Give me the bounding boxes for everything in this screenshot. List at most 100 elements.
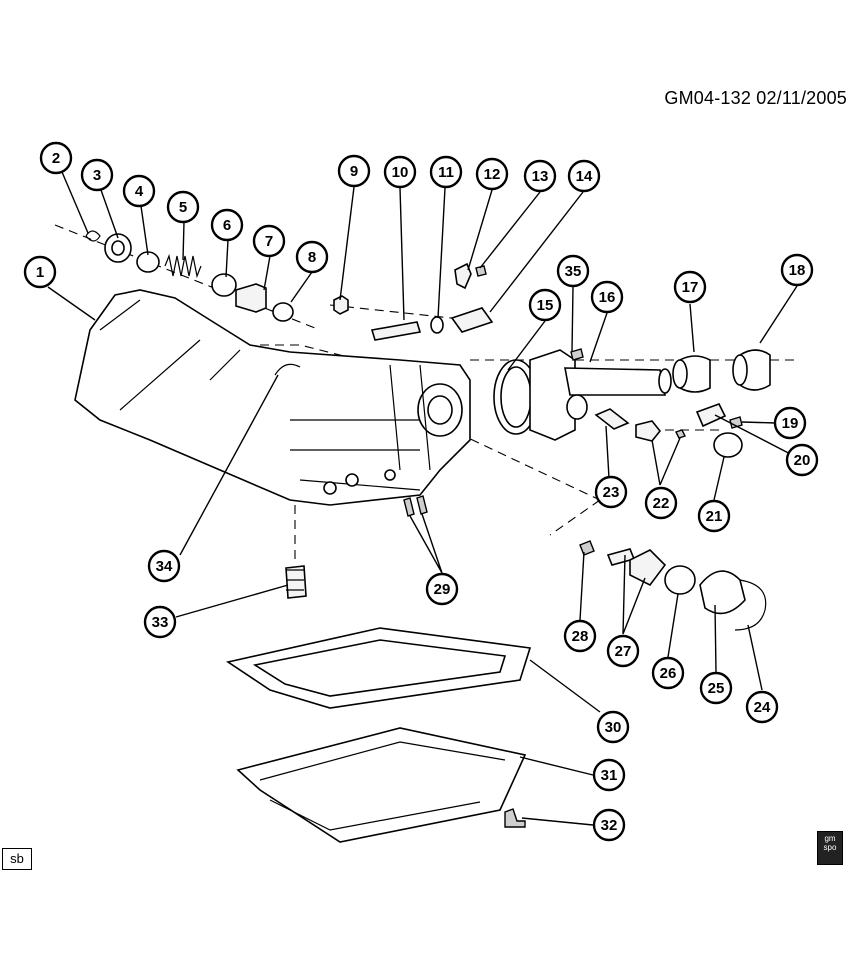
svg-text:2: 2 bbox=[52, 150, 60, 167]
cover-25-part bbox=[699, 570, 746, 615]
sb-label-box: sb bbox=[2, 848, 32, 870]
svg-text:16: 16 bbox=[599, 289, 616, 306]
callout-9: 9 bbox=[337, 154, 371, 188]
callout-18: 18 bbox=[780, 253, 814, 287]
svg-text:17: 17 bbox=[682, 279, 699, 296]
svg-text:18: 18 bbox=[789, 262, 806, 279]
callout-35: 35 bbox=[556, 254, 590, 288]
svg-text:1: 1 bbox=[36, 264, 44, 281]
svg-text:29: 29 bbox=[434, 581, 451, 598]
diagram-code: GM04-132 02/11/2005 bbox=[664, 88, 847, 108]
stud-29b-part bbox=[416, 495, 428, 515]
callout-31: 31 bbox=[592, 758, 626, 792]
svg-text:13: 13 bbox=[532, 168, 549, 185]
svg-text:21: 21 bbox=[706, 508, 723, 525]
callout-30: 30 bbox=[596, 710, 630, 744]
callout-10: 10 bbox=[383, 155, 417, 189]
callout-21: 21 bbox=[697, 499, 731, 533]
sensor-part bbox=[450, 307, 494, 333]
bushing-part bbox=[679, 355, 711, 393]
svg-text:15: 15 bbox=[537, 297, 554, 314]
svg-text:35: 35 bbox=[565, 263, 582, 280]
seal-11-part bbox=[430, 316, 444, 334]
leader-lines bbox=[47, 171, 801, 826]
svg-text:12: 12 bbox=[484, 166, 501, 183]
svg-text:4: 4 bbox=[135, 183, 144, 200]
spring-part bbox=[164, 253, 202, 279]
bolt-19-part bbox=[729, 416, 743, 429]
callout-19: 19 bbox=[773, 406, 807, 440]
callout-15: 15 bbox=[528, 288, 562, 322]
svg-text:10: 10 bbox=[392, 164, 409, 181]
fitting-23-part bbox=[594, 408, 630, 430]
svg-text:19: 19 bbox=[782, 415, 799, 432]
bracket-20-part bbox=[695, 403, 727, 428]
callout-12: 12 bbox=[475, 157, 509, 191]
svg-text:14: 14 bbox=[576, 168, 593, 185]
washer-part bbox=[211, 273, 237, 297]
callout-27: 27 bbox=[606, 634, 640, 668]
pan-parts bbox=[225, 363, 532, 843]
callout-14: 14 bbox=[567, 159, 601, 193]
snap-ring-part bbox=[85, 230, 101, 242]
svg-text:22: 22 bbox=[653, 495, 670, 512]
svg-text:28: 28 bbox=[572, 628, 589, 645]
valve-part bbox=[370, 321, 422, 341]
filter-33-part bbox=[285, 565, 307, 599]
extension-part bbox=[564, 367, 666, 396]
svg-text:7: 7 bbox=[265, 233, 273, 250]
stud-29a-part bbox=[403, 497, 415, 517]
svg-text:23: 23 bbox=[603, 484, 620, 501]
svg-text:34: 34 bbox=[156, 558, 173, 575]
svg-text:25: 25 bbox=[708, 680, 725, 697]
svg-text:5: 5 bbox=[179, 199, 187, 216]
callout-22: 22 bbox=[644, 486, 678, 520]
bolt-32-part bbox=[504, 808, 526, 828]
speedo-parts bbox=[579, 540, 767, 631]
bracket-part bbox=[454, 262, 472, 290]
svg-text:27: 27 bbox=[615, 643, 632, 660]
callout-3: 3 bbox=[80, 158, 114, 192]
callout-26: 26 bbox=[651, 656, 685, 690]
ring-8-part bbox=[272, 302, 294, 322]
callout-11: 11 bbox=[429, 155, 463, 189]
piston-part bbox=[235, 283, 267, 313]
svg-text:6: 6 bbox=[223, 217, 231, 234]
extension-housing bbox=[493, 348, 771, 441]
callout-33: 33 bbox=[143, 605, 177, 639]
dipstick-34-part bbox=[274, 363, 301, 376]
callout-20: 20 bbox=[785, 443, 819, 477]
sensor-22-part bbox=[635, 420, 662, 442]
pan-31-part bbox=[236, 727, 527, 843]
gear-27-part bbox=[629, 549, 667, 587]
transmission-case bbox=[74, 289, 471, 506]
svg-text:30: 30 bbox=[605, 719, 622, 736]
seal-18-part bbox=[739, 349, 771, 391]
callout-17: 17 bbox=[673, 270, 707, 304]
callout-7: 7 bbox=[252, 224, 286, 258]
callout-34: 34 bbox=[147, 549, 181, 583]
callout-4: 4 bbox=[122, 174, 156, 208]
clip-24-part bbox=[734, 579, 767, 631]
svg-text:3: 3 bbox=[93, 167, 101, 184]
svg-text:9: 9 bbox=[350, 163, 358, 180]
plug-28-part bbox=[579, 540, 595, 556]
front-small-parts bbox=[85, 230, 294, 322]
seal-26-part bbox=[664, 565, 696, 595]
callout-24: 24 bbox=[745, 690, 779, 724]
callout-5: 5 bbox=[166, 190, 200, 224]
svg-text:31: 31 bbox=[601, 767, 618, 784]
callout-6: 6 bbox=[210, 208, 244, 242]
callout-8: 8 bbox=[295, 240, 329, 274]
callout-23: 23 bbox=[594, 475, 628, 509]
callout-2: 2 bbox=[39, 141, 73, 175]
callout-32: 32 bbox=[592, 808, 626, 842]
upper-valve-parts bbox=[333, 262, 494, 341]
callout-29: 29 bbox=[425, 572, 459, 606]
right-small-parts bbox=[566, 394, 743, 458]
svg-text:32: 32 bbox=[601, 817, 618, 834]
callouts: 1 2 3 4 5 6 7 8 9 10 11 12 13 14 15 16 1… bbox=[23, 141, 819, 842]
